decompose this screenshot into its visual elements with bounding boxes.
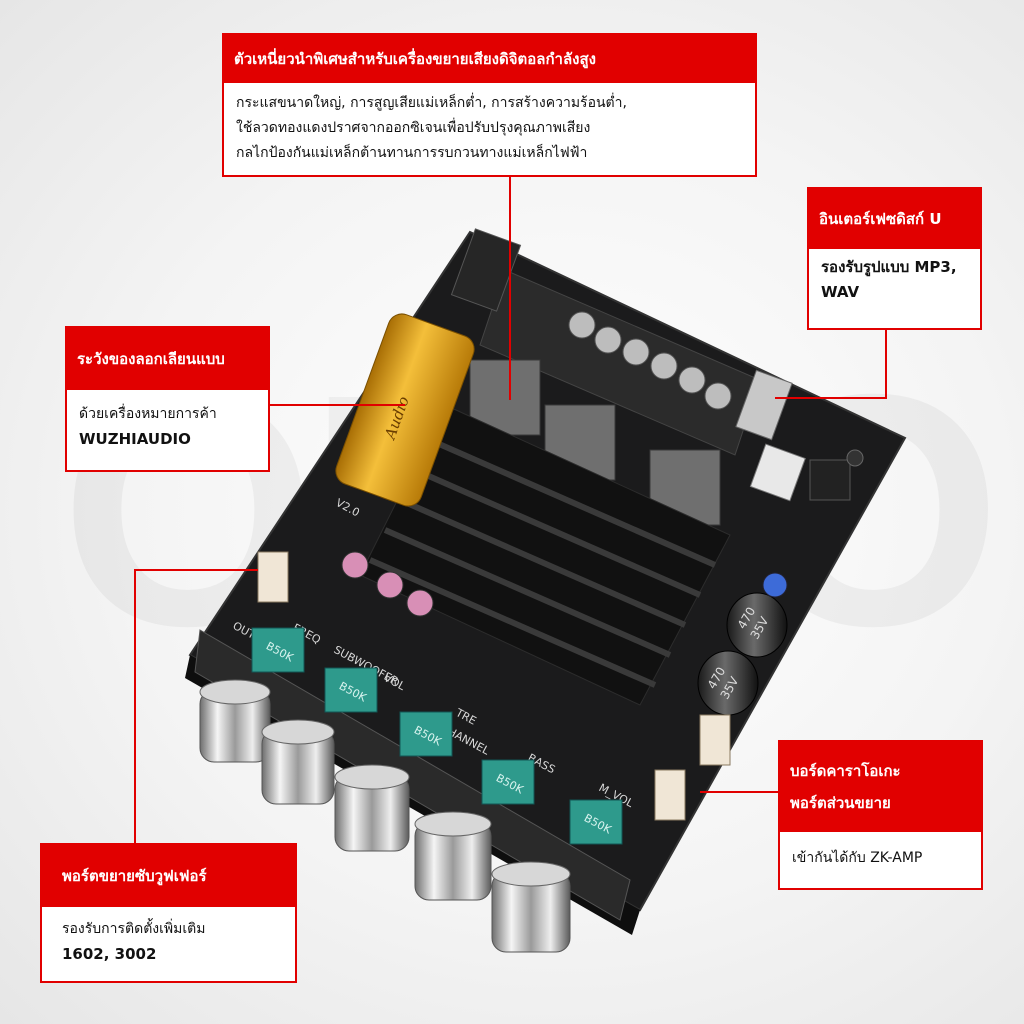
brand-name: WUZHIAUDIO [79, 430, 191, 448]
callout-usb: อินเตอร์เฟซดิสก์ U รองรับรูปแบบ MP3, WAV [807, 187, 982, 330]
knob-bass [414, 811, 492, 901]
callout-inductor: ตัวเหนี่ยวนำพิเศษสำหรับเครื่องขยายเสียงด… [222, 33, 757, 177]
callout-line: เข้ากันได้กับ ZK-AMP [792, 850, 923, 866]
callout-karaoke: บอร์ดคาราโอเกะ พอร์ตส่วนขยาย เข้ากันได้ก… [778, 740, 983, 890]
dc-jack [450, 228, 522, 312]
model-list: 1602, 3002 [62, 945, 157, 963]
callout-line: ด้วยเครื่องหมายการค้า [79, 406, 217, 422]
callout-line: กระแสขนาดใหญ่, การสูญเสียแม่เหล็กต่ำ, กา… [236, 95, 627, 111]
karaoke-connector-1 [699, 714, 731, 766]
callout-body: รองรับรูปแบบ MP3, WAV [809, 249, 980, 313]
heatsink [359, 404, 731, 706]
karaoke-connector-2 [654, 769, 686, 821]
callout-title-line: บอร์ดคาราโอเกะ [790, 762, 901, 780]
subwoofer-connector [257, 551, 289, 603]
callout-body: รองรับการติดตั้งเพิ่มเติม 1602, 3002 [42, 907, 295, 975]
knob-subwoofer-vol [261, 719, 335, 805]
callout-body: ด้วยเครื่องหมายการค้า WUZHIAUDIO [67, 390, 268, 460]
callout-line: รองรับรูปแบบ MP3, [821, 258, 957, 276]
electrolytic-caps: 470 35V 470 35V [697, 572, 788, 716]
terminal-screws [568, 311, 732, 410]
audio-jack [809, 459, 851, 501]
callout-title: พอร์ตขยายซับวูฟเฟอร์ [42, 845, 295, 907]
callout-line: WAV [821, 283, 860, 301]
callout-capacitor: ระวังของลอกเลียนแบบ ด้วยเครื่องหมายการค้… [65, 326, 270, 472]
callout-line: ใช้ลวดทองแดงปราศจากออกซิเจนเพื่อปรับปรุง… [236, 120, 591, 136]
knob-freq [199, 679, 271, 763]
main-capacitor: Audio [335, 313, 475, 507]
callout-body: กระแสขนาดใหญ่, การสูญเสียแม่เหล็กต่ำ, กา… [224, 83, 755, 174]
potentiometers: B50K B50K B50K B50K B50K [251, 627, 623, 845]
bluetooth-module [749, 443, 806, 502]
callout-title: ตัวเหนี่ยวนำพิเศษสำหรับเครื่องขยายเสียงด… [224, 35, 755, 83]
callout-line: รองรับการติดตั้งเพิ่มเติม [62, 921, 206, 937]
small-caps [341, 551, 434, 617]
callout-subwoofer: พอร์ตขยายซับวูฟเฟอร์ รองรับการติดตั้งเพิ… [40, 843, 297, 983]
knob-treble [334, 764, 410, 852]
callout-title: อินเตอร์เฟซดิสก์ U [809, 189, 980, 249]
callout-title: บอร์ดคาราโอเกะ พอร์ตส่วนขยาย [780, 742, 981, 832]
callout-title: ระวังของลอกเลียนแบบ [67, 328, 268, 390]
knob-master-vol [491, 861, 571, 953]
callout-line: กลไกป้องกันแม่เหล็กต้านทานการรบกวนทางแม่… [236, 145, 588, 161]
callout-body: เข้ากันได้กับ ZK-AMP [780, 832, 981, 879]
callout-title-line: พอร์ตส่วนขยาย [790, 794, 891, 812]
